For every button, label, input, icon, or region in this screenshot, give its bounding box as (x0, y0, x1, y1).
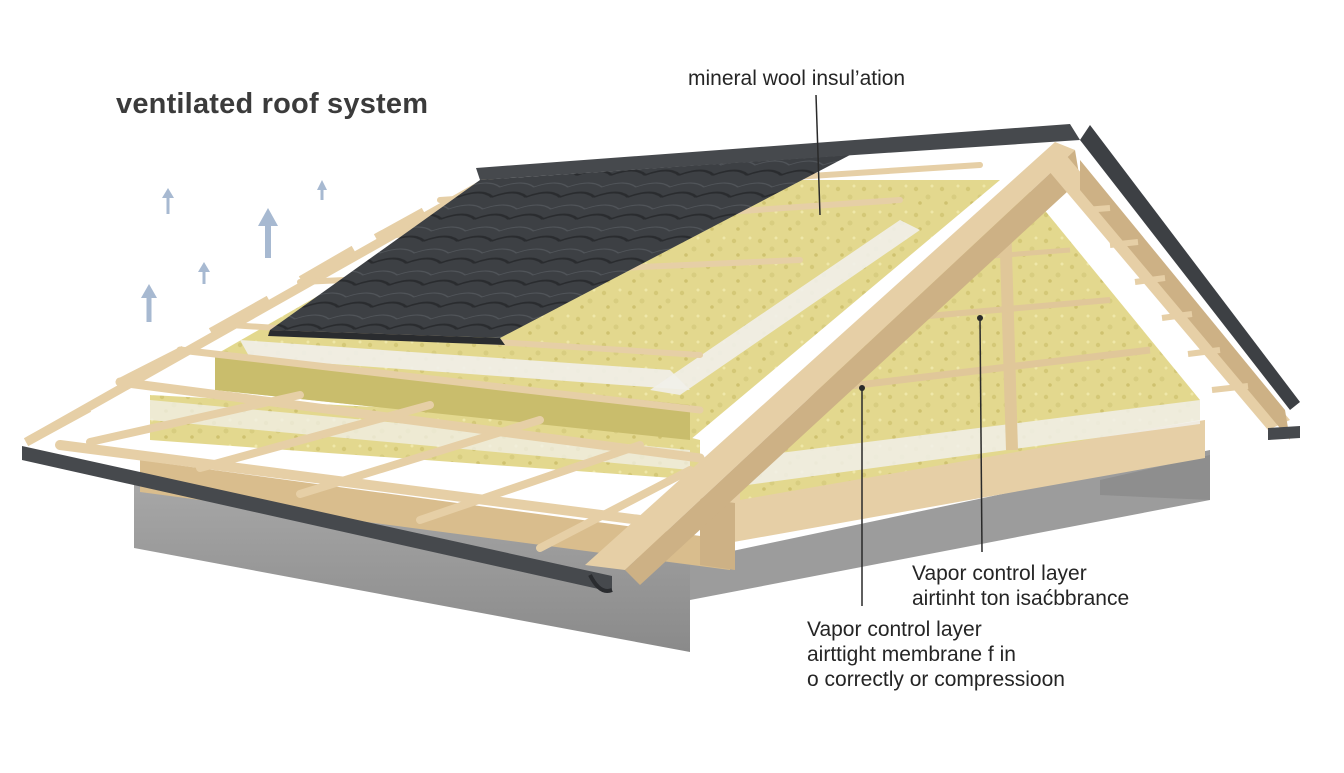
vapor-control-label-1: Vapor control layer airtinht ton isaćbbr… (912, 561, 1129, 611)
ventilation-arrow-icon (198, 262, 210, 284)
roof-tiles (268, 124, 1080, 345)
vapor-1-line-2: airtinht ton isaćbbrance (912, 587, 1130, 610)
rafter-tails (23, 207, 427, 447)
membrane-layer (150, 220, 920, 470)
ventilation-arrow-icon (162, 188, 174, 214)
mineral-wool-label: mineral wool insul’ation (688, 67, 906, 90)
diagram-title: ventilated roof system (116, 88, 429, 120)
ventilation-arrow-icon (258, 208, 278, 258)
ventilation-arrow-icon (317, 180, 327, 200)
vapor-1-line-1: Vapor control layer (912, 562, 1087, 585)
roof-battens (25, 162, 983, 552)
gable-rafters (585, 125, 1300, 585)
vapor-2-line-1: Vapor control layer (807, 618, 982, 641)
gutter (22, 426, 1300, 593)
callout-lines (815, 94, 983, 606)
vapor-2-line-3: o correctly or compressioon (807, 668, 1065, 691)
ventilation-arrow-icon (141, 284, 157, 322)
gable-wall (740, 180, 1200, 500)
foundation (134, 450, 1210, 652)
ventilation-arrows (141, 180, 327, 322)
gable-battens (1084, 205, 1249, 393)
vapor-2-line-2: airttight membrane f in (807, 643, 1016, 666)
vapor-control-label-2: Vapor control layer airttight membrane f… (807, 617, 1065, 692)
